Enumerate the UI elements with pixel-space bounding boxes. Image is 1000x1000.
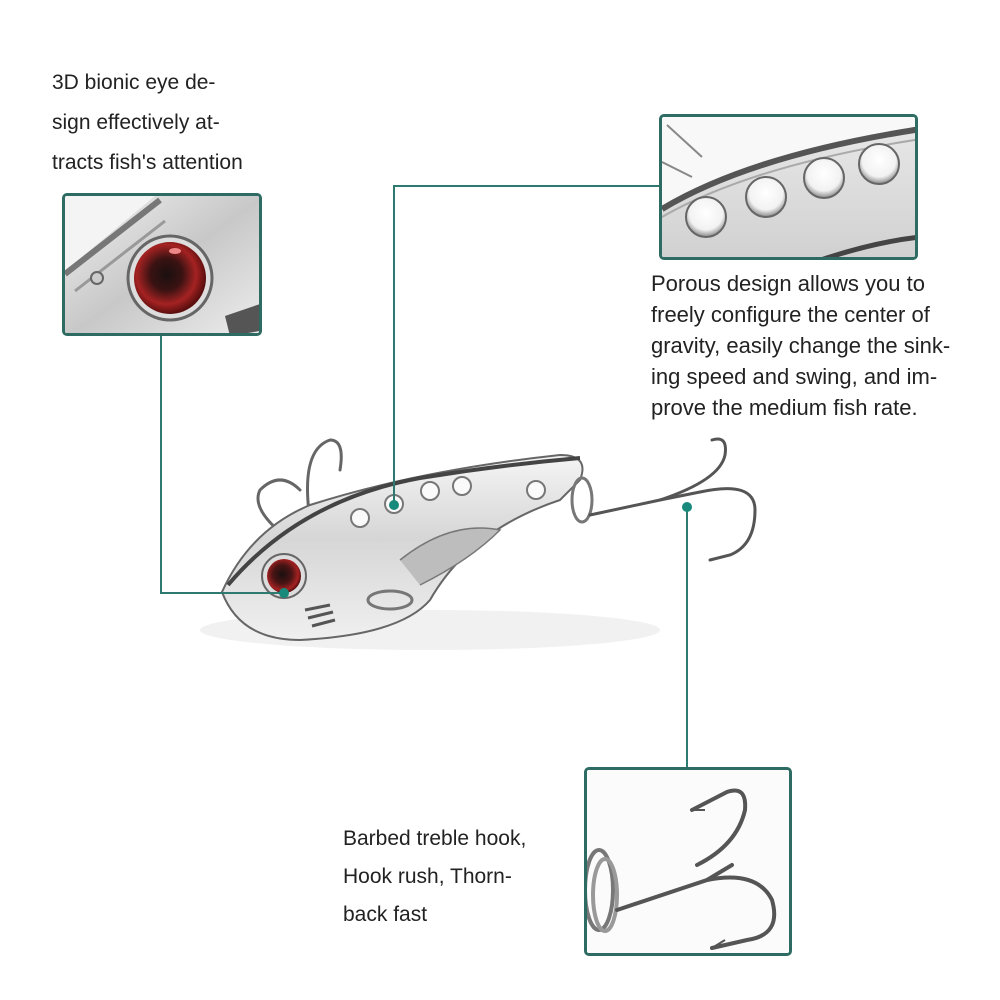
- eye-caption-line: tracts fish's attention: [52, 151, 243, 174]
- hook-closeup-image: [587, 770, 789, 953]
- eye-caption-line: 3D bionic eye de-: [52, 71, 216, 94]
- porous-caption-line: Porous design allows you to: [651, 271, 925, 296]
- holes-closeup-box: [659, 114, 918, 260]
- porous-caption-line: freely configure the center of: [651, 302, 930, 327]
- eye-connector-horizontal: [160, 592, 285, 594]
- porous-caption-line: prove the medium fish rate.: [651, 395, 918, 420]
- eye-closeup-image: [65, 196, 259, 333]
- hook-caption: Barbed treble hook, Hook rush, Thorn- ba…: [343, 820, 526, 934]
- hook-closeup-box: [584, 767, 792, 956]
- eye-connector-vertical: [160, 336, 162, 593]
- holes-marker-dot: [389, 500, 399, 510]
- eye-caption: 3D bionic eye de- sign effectively at- t…: [52, 63, 243, 183]
- hook-connector-vertical: [686, 510, 688, 767]
- porous-caption-line: ing speed and swing, and im-: [651, 364, 938, 389]
- porous-caption-line: gravity, easily change the sink-: [651, 333, 951, 358]
- eye-closeup-box: [62, 193, 262, 336]
- hook-caption-line: Hook rush, Thorn-: [343, 865, 512, 888]
- holes-connector-vertical: [393, 185, 395, 505]
- hook-caption-line: Barbed treble hook,: [343, 827, 527, 850]
- holes-connector-horizontal: [393, 185, 659, 187]
- eye-caption-line: sign effectively at-: [52, 111, 220, 134]
- hook-caption-line: back fast: [343, 903, 428, 926]
- hook-marker-dot: [682, 502, 692, 512]
- holes-closeup-image: [662, 117, 915, 257]
- eye-marker-dot: [279, 588, 289, 598]
- porous-caption: Porous design allows you to freely confi…: [651, 268, 950, 423]
